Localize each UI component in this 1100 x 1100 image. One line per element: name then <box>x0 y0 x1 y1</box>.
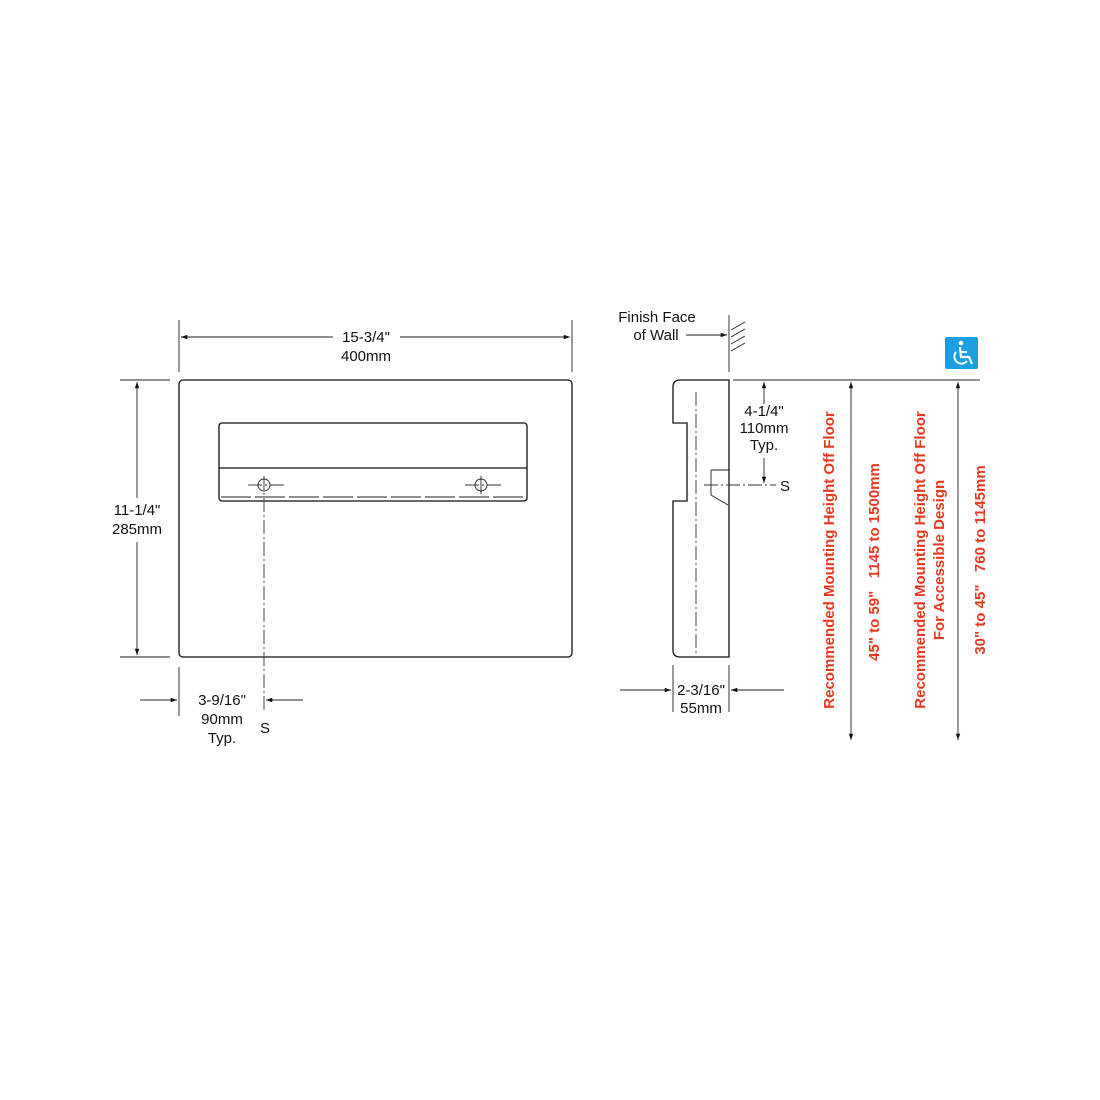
accessible-height-value: 30" to 45" 760 to 1145mm <box>972 465 989 654</box>
accessible-height-label-line1: Recommended Mounting Height Off Floor <box>912 411 929 709</box>
standard-height-label: Recommended Mounting Height Off Floor <box>821 411 838 709</box>
bracket-hidden-line <box>710 469 729 506</box>
top-offset-typ: Typ. <box>750 437 778 454</box>
stud-label: S <box>260 720 270 737</box>
wheelchair-accessibility-icon <box>945 337 978 369</box>
front-view: 15-3/4" 400mm 11-1/4" 285mm 3-9/16" 90mm… <box>112 320 573 747</box>
height-mm: 285mm <box>112 521 162 538</box>
wall-label-line2: of Wall <box>633 327 678 344</box>
depth-mm: 55mm <box>680 700 722 717</box>
mounting-heights: Recommended Mounting Height Off Floor 45… <box>821 337 989 740</box>
offset-mm: 90mm <box>201 711 243 728</box>
offset-typ: Typ. <box>208 730 236 747</box>
standard-height-value: 45" to 59" 1145 to 1500mm <box>866 463 883 661</box>
side-stud-label: S <box>780 478 790 495</box>
height-inches: 11-1/4" <box>114 502 161 519</box>
dispenser-front-outline <box>178 379 573 658</box>
dispenser-opening <box>218 422 528 502</box>
offset-inches: 3-9/16" <box>198 692 246 709</box>
depth-inches: 2-3/16" <box>677 682 725 699</box>
dispenser-side-profile <box>672 379 730 658</box>
width-inches: 15-3/4" <box>342 329 390 346</box>
wall-hatch <box>730 321 746 352</box>
wall-label-line1: Finish Face <box>618 309 696 326</box>
side-view: Finish Face of Wall S 4-1/4" 110mm Typ. … <box>618 309 980 717</box>
accessible-height-label-line2: For Accessible Design <box>931 480 948 640</box>
width-mm: 400mm <box>341 348 391 365</box>
top-offset-inches: 4-1/4" <box>744 403 784 420</box>
top-offset-mm: 110mm <box>740 420 789 437</box>
